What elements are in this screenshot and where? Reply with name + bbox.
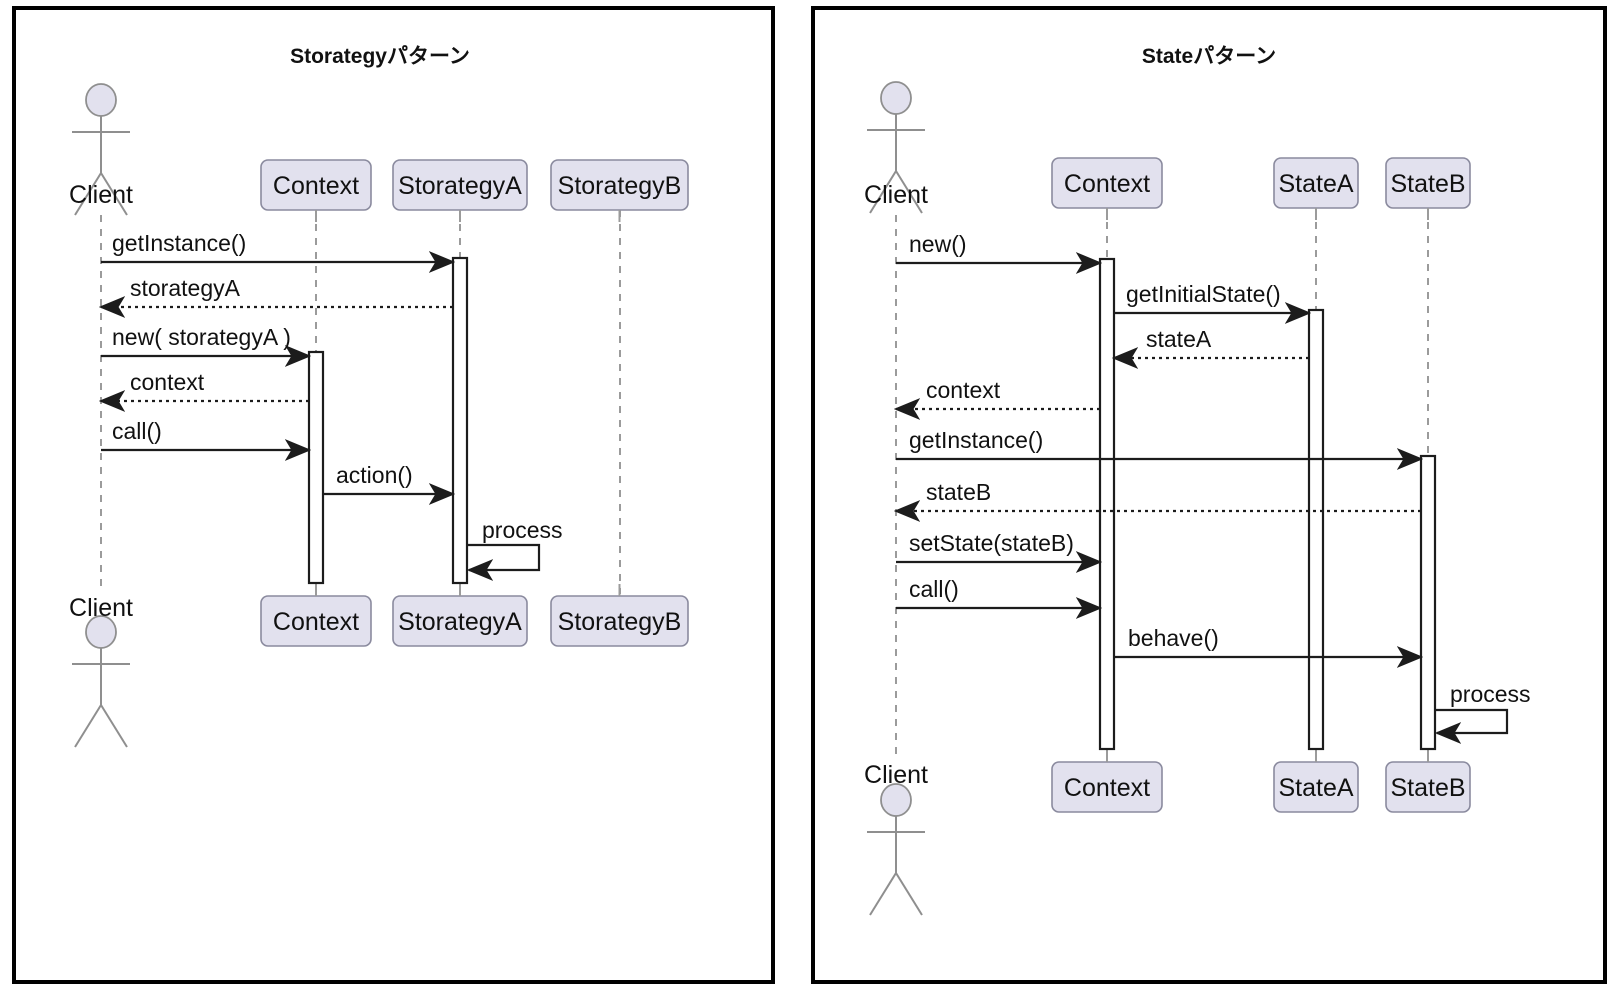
participant-box-label: Context [1064,774,1150,802]
self-call-state-0[interactable]: process [1434,681,1531,744]
participant-footer-strategy-storategya[interactable]: StorategyA [392,584,528,647]
panel-border-strategy [12,6,775,984]
participant-box-label: StorategyA [398,608,522,636]
actor-state-bottom: Client [864,761,928,916]
message-state-2[interactable]: stateA [1111,326,1309,369]
message-label: new() [909,231,967,257]
actor-label-state-top: Client [864,181,928,209]
activation-bar-strategy-storategya [451,256,469,585]
participant-header-strategy-storategya[interactable]: StorategyA [392,159,528,222]
activation-bar-state-statea [1307,308,1325,751]
actor-leg-right-icon [100,172,128,216]
participant-footer-state-context[interactable]: Context [1051,750,1163,813]
participant-footer-strategy-storategyb[interactable]: StorategyB [550,584,689,647]
participant-box-label: Context [273,172,359,200]
message-label: getInstance() [112,230,246,256]
actor-leg-right-icon [895,872,923,916]
message-state-8[interactable]: behave() [1114,625,1424,668]
message-state-1[interactable]: getInitialState() [1114,281,1312,324]
message-label: storategyA [130,275,241,301]
actor-leg-left-icon [74,704,102,748]
self-call-path [466,543,541,581]
self-call-strategy-0[interactable]: process [466,517,563,581]
panel-strategy: StorategyパターンClientClientContextContextS… [12,6,775,984]
message-label: context [926,377,1001,403]
message-label: call() [112,418,162,444]
activation-bar-strategy-context [307,350,325,585]
self-call-label: process [482,517,563,543]
message-state-4[interactable]: getInstance() [896,427,1424,470]
participant-box-label: StorategyB [558,172,682,200]
message-label: new( storategyA ) [112,324,291,350]
message-state-3[interactable]: context [893,377,1100,420]
participant-header-state-context[interactable]: Context [1051,157,1163,220]
participant-footer-state-statea[interactable]: StateA [1273,750,1359,813]
message-strategy-5[interactable]: action() [323,462,456,505]
self-call-path [1434,708,1509,744]
message-state-7[interactable]: call() [896,576,1103,619]
message-strategy-1[interactable]: storategyA [98,275,453,318]
message-strategy-3[interactable]: context [98,369,309,412]
participant-box-label: StateA [1278,774,1353,802]
message-strategy-2[interactable]: new( storategyA ) [101,324,312,367]
participant-box-label: StateA [1278,170,1353,198]
message-label: behave() [1128,625,1219,651]
activation-bar-state-stateb [1419,454,1437,751]
actor-leg-right-icon [100,704,128,748]
participant-header-strategy-context[interactable]: Context [260,159,372,222]
actor-leg-left-icon [74,172,102,216]
message-label: call() [909,576,959,602]
participant-footer-state-stateb[interactable]: StateB [1385,750,1471,813]
participant-header-state-statea[interactable]: StateA [1273,157,1359,220]
actor-leg-left-icon [869,872,897,916]
message-state-5[interactable]: stateB [893,479,1421,522]
actor-state-top: Client [864,81,928,214]
actor-label-state-bottom: Client [864,761,928,789]
actor-strategy-bottom: Client [69,594,133,748]
participant-box-label: StateB [1390,774,1465,802]
message-strategy-0[interactable]: getInstance() [101,230,456,273]
message-label: getInitialState() [1126,281,1281,307]
message-state-0[interactable]: new() [896,231,1103,274]
participant-footer-strategy-context[interactable]: Context [260,584,372,647]
message-strategy-4[interactable]: call() [101,418,312,461]
participant-box-label: Context [1064,170,1150,198]
actor-strategy-top: Client [69,83,133,216]
message-label: stateB [926,479,991,505]
self-call-label: process [1450,681,1531,707]
message-label: getInstance() [909,427,1043,453]
message-label: action() [336,462,413,488]
panel-title-strategy: Storategyパターン [290,45,470,68]
panel-title-state: Stateパターン [1142,45,1276,68]
message-label: stateA [1146,326,1212,352]
actor-head-icon [85,83,117,117]
message-state-6[interactable]: setState(stateB) [896,530,1103,573]
actor-leg-left-icon [869,170,897,214]
actor-head-icon [880,81,912,115]
panel-border-state [811,6,1607,984]
panel-state: StateパターンClientClientContextContextState… [811,6,1607,984]
message-label: setState(stateB) [909,530,1074,556]
participant-header-state-stateb[interactable]: StateB [1385,157,1471,220]
participant-box-label: Context [273,608,359,636]
participant-box-label: StorategyB [558,608,682,636]
participant-box-label: StorategyA [398,172,522,200]
participant-box-label: StateB [1390,170,1465,198]
message-label: context [130,369,205,395]
actor-label-strategy-top: Client [69,181,133,209]
activation-bar-state-context [1098,257,1116,751]
actor-leg-right-icon [895,170,923,214]
actor-label-strategy-bottom: Client [69,594,133,622]
participant-header-strategy-storategyb[interactable]: StorategyB [550,159,689,222]
